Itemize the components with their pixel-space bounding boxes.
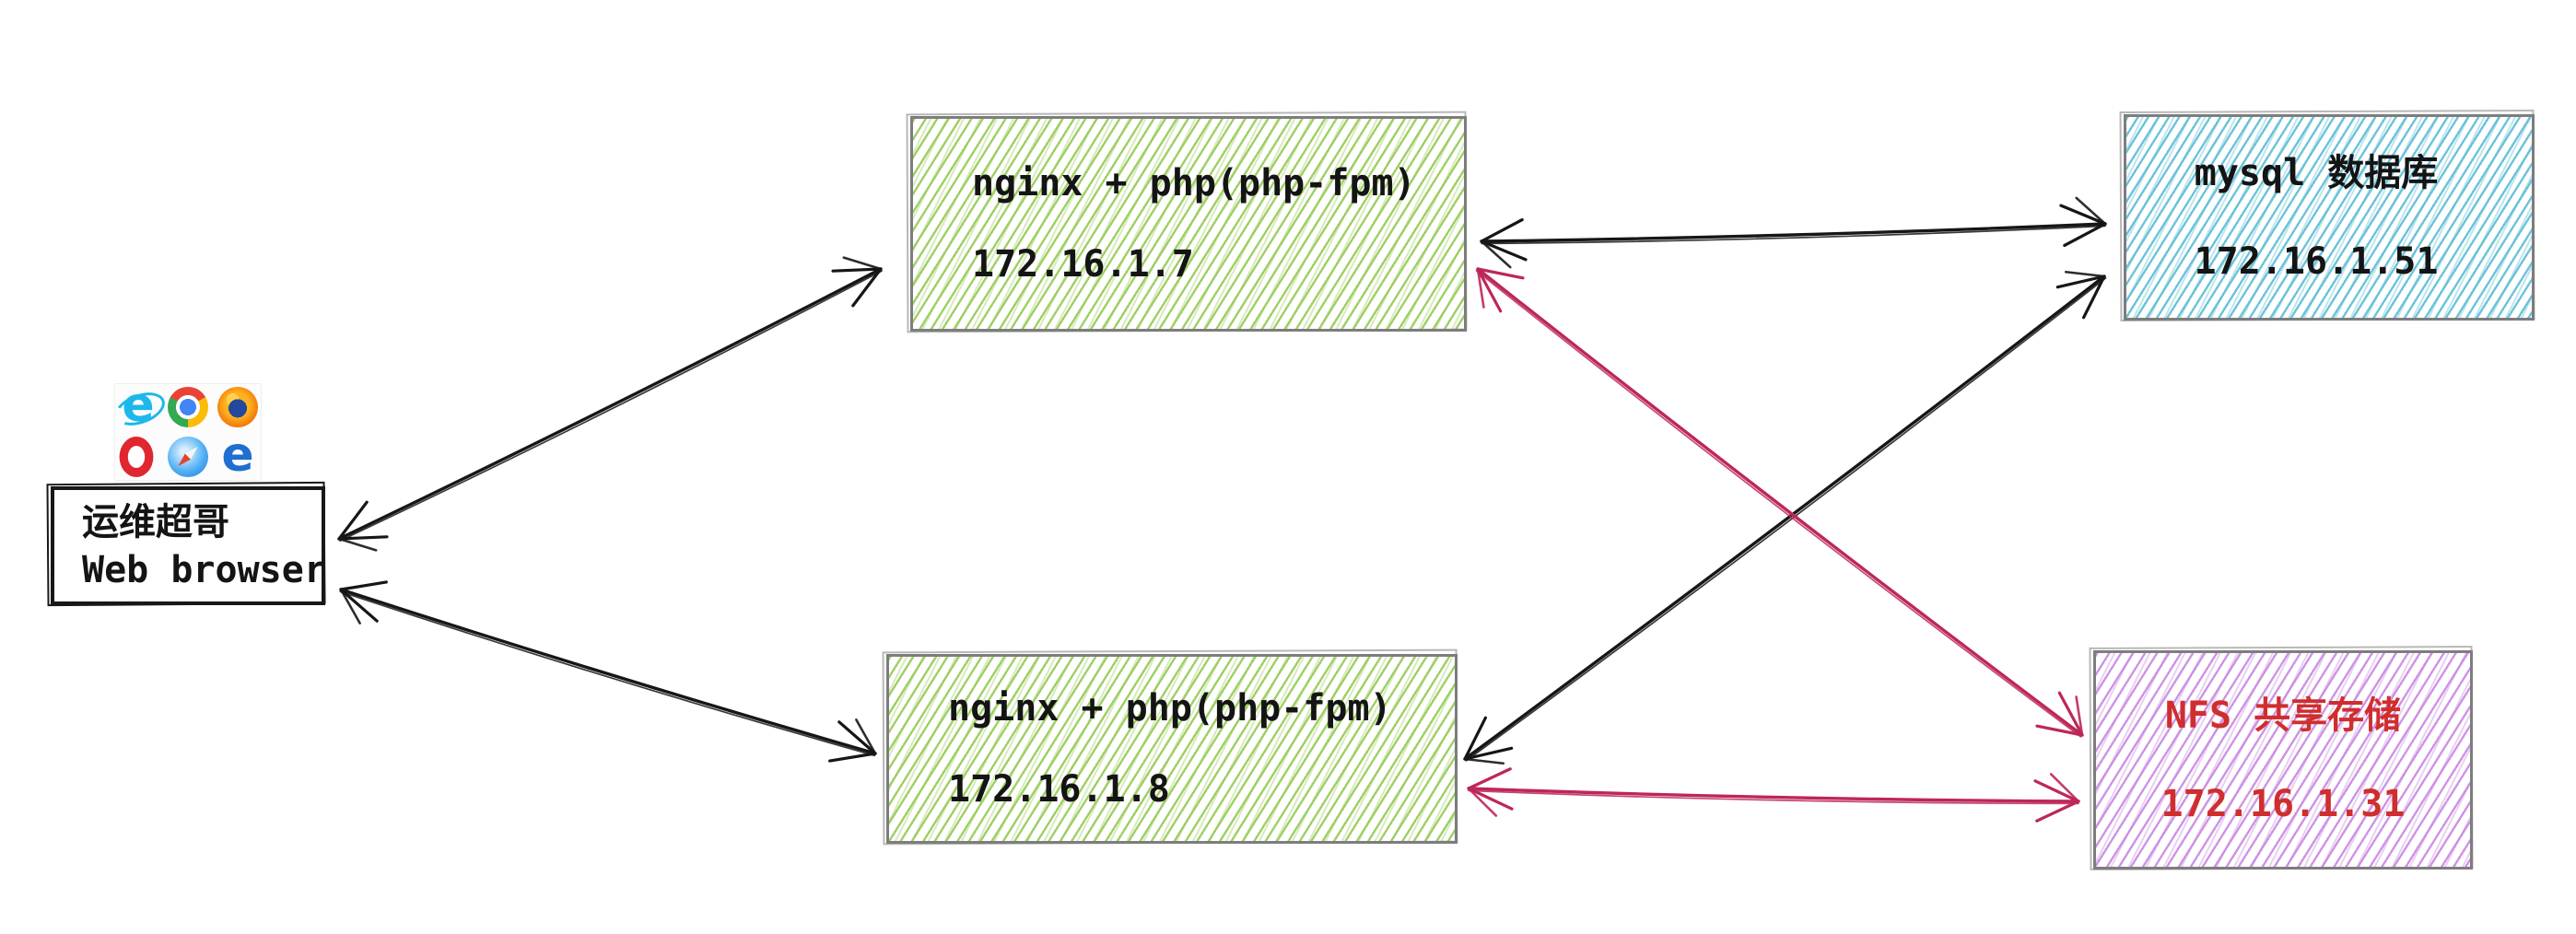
chrome-icon — [168, 387, 208, 427]
safari-icon — [168, 437, 208, 477]
client-label: Web browser — [82, 548, 326, 591]
node-title: nginx + php(php-fpm) — [972, 162, 1416, 204]
firefox-icon — [217, 387, 258, 427]
arrow-web-browser--nginx-172.16.1.8 — [339, 580, 877, 763]
internet-explorer-icon: e — [111, 381, 170, 432]
nginx-node-1: nginx + php(php-fpm) 172.16.1.7 — [910, 116, 1467, 332]
arrow-nginx-172.16.1.8--mysql-172.16.1.51 — [1463, 270, 2107, 765]
node-ip: 172.16.1.8 — [948, 768, 1170, 811]
web-browser-node: 运维超哥 Web browser — [51, 486, 326, 605]
node-title: nginx + php(php-fpm) — [948, 687, 1392, 730]
node-ip: 172.16.1.7 — [972, 243, 1194, 286]
nfs-node: NFS 共享存储 172.16.1.31 — [2093, 650, 2473, 870]
arrow-nginx-172.16.1.7--mysql-172.16.1.51 — [1480, 196, 2107, 269]
edge-icon: e — [221, 427, 254, 483]
node-ip: 172.16.1.51 — [2194, 240, 2439, 283]
arrow-web-browser--nginx-172.16.1.7 — [337, 256, 883, 552]
browser-logos: e e — [111, 381, 262, 483]
node-title: mysql 数据库 — [2194, 152, 2439, 194]
client-name: 运维超哥 — [82, 500, 229, 543]
opera-icon — [119, 437, 154, 477]
arrow-nginx-172.16.1.8--nfs-172.16.1.31 — [1467, 767, 2080, 823]
arrow-nginx-172.16.1.7--nfs-172.16.1.31 — [1475, 267, 2084, 738]
node-title: NFS 共享存储 — [2164, 695, 2402, 737]
nginx-node-2: nginx + php(php-fpm) 172.16.1.8 — [886, 654, 1458, 844]
node-ip: 172.16.1.31 — [2160, 783, 2406, 825]
mysql-node: mysql 数据库 172.16.1.51 — [2124, 114, 2535, 321]
